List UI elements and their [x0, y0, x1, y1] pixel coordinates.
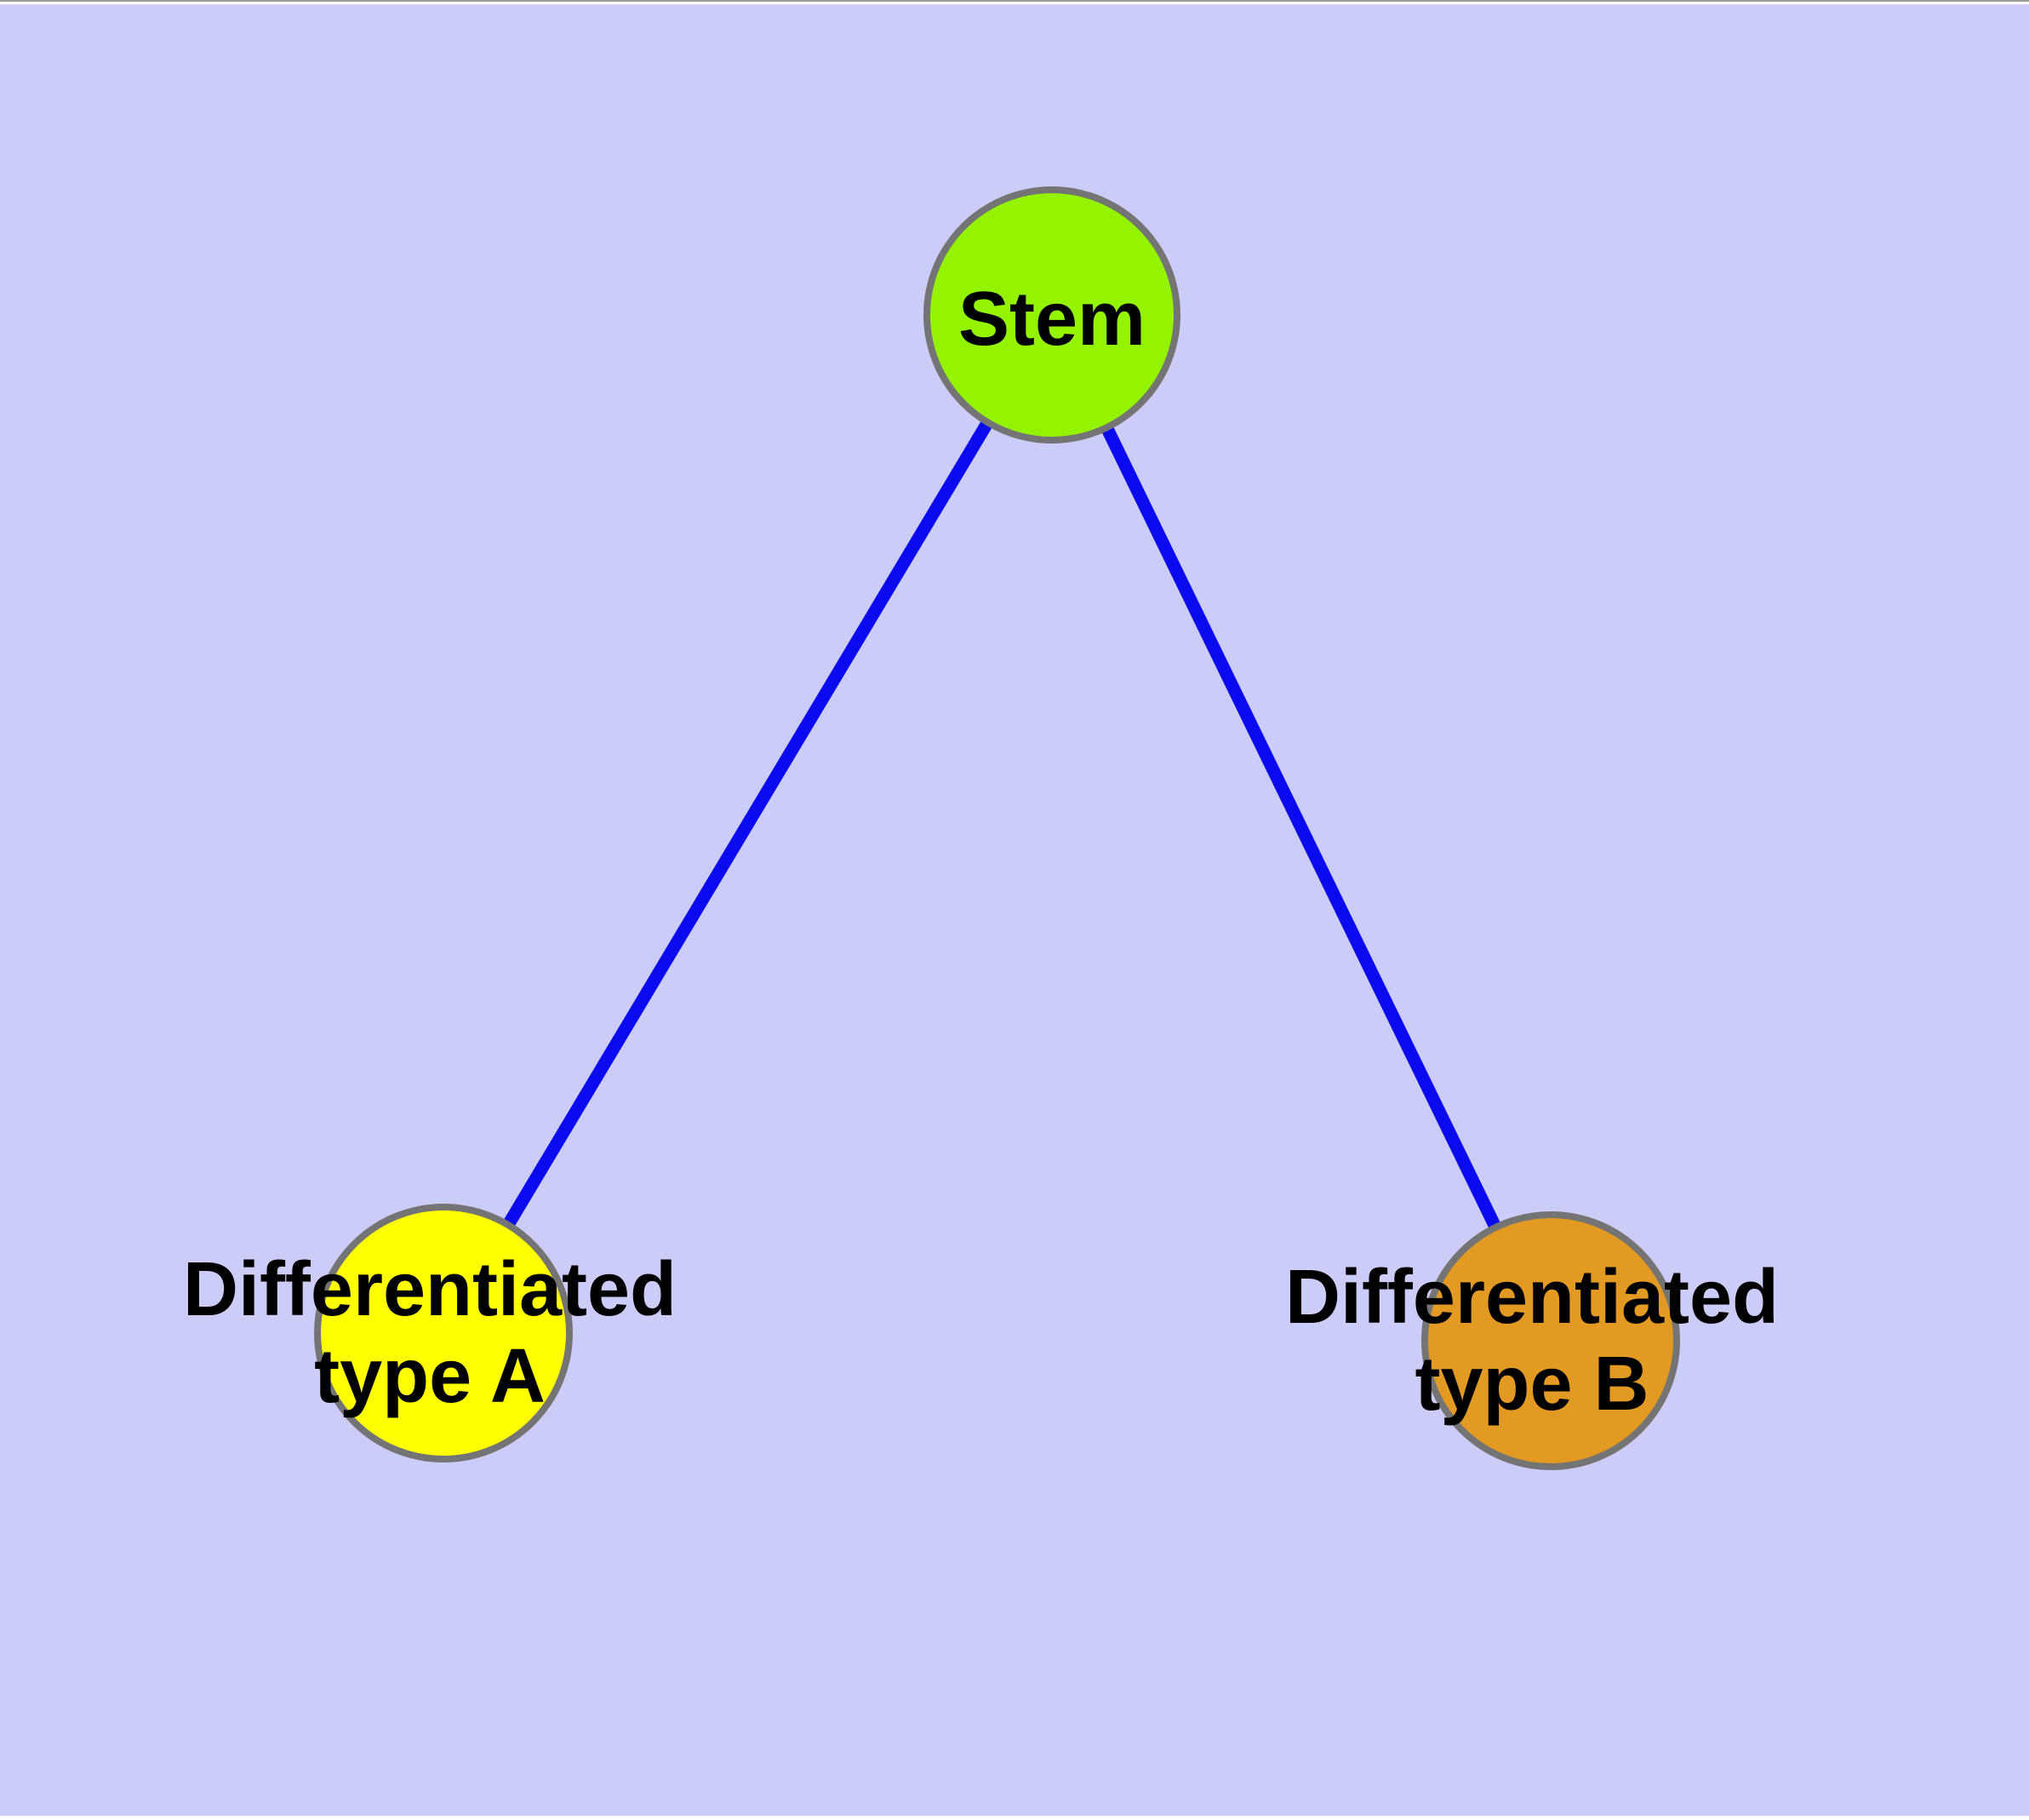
node-differentiated-type-b-label-line2: type B: [1415, 1342, 1649, 1427]
node-differentiated-type-a: [314, 1204, 573, 1462]
node-differentiated-type-b: [1421, 1211, 1680, 1470]
node-differentiated-type-a-label-line1: Differentiated: [183, 1247, 677, 1332]
edge-stem-to-differentiated-a: [437, 312, 1058, 1336]
frame-top-hairline: [0, 0, 2029, 2]
node-differentiated-type-a-label-line2: type A: [314, 1334, 546, 1419]
node-stem: [923, 186, 1180, 444]
node-stem-label: Stem: [958, 277, 1146, 362]
node-differentiated-type-b-label-line1: Differentiated: [1285, 1255, 1779, 1340]
edge-stem-to-differentiated-b: [1046, 312, 1557, 1344]
